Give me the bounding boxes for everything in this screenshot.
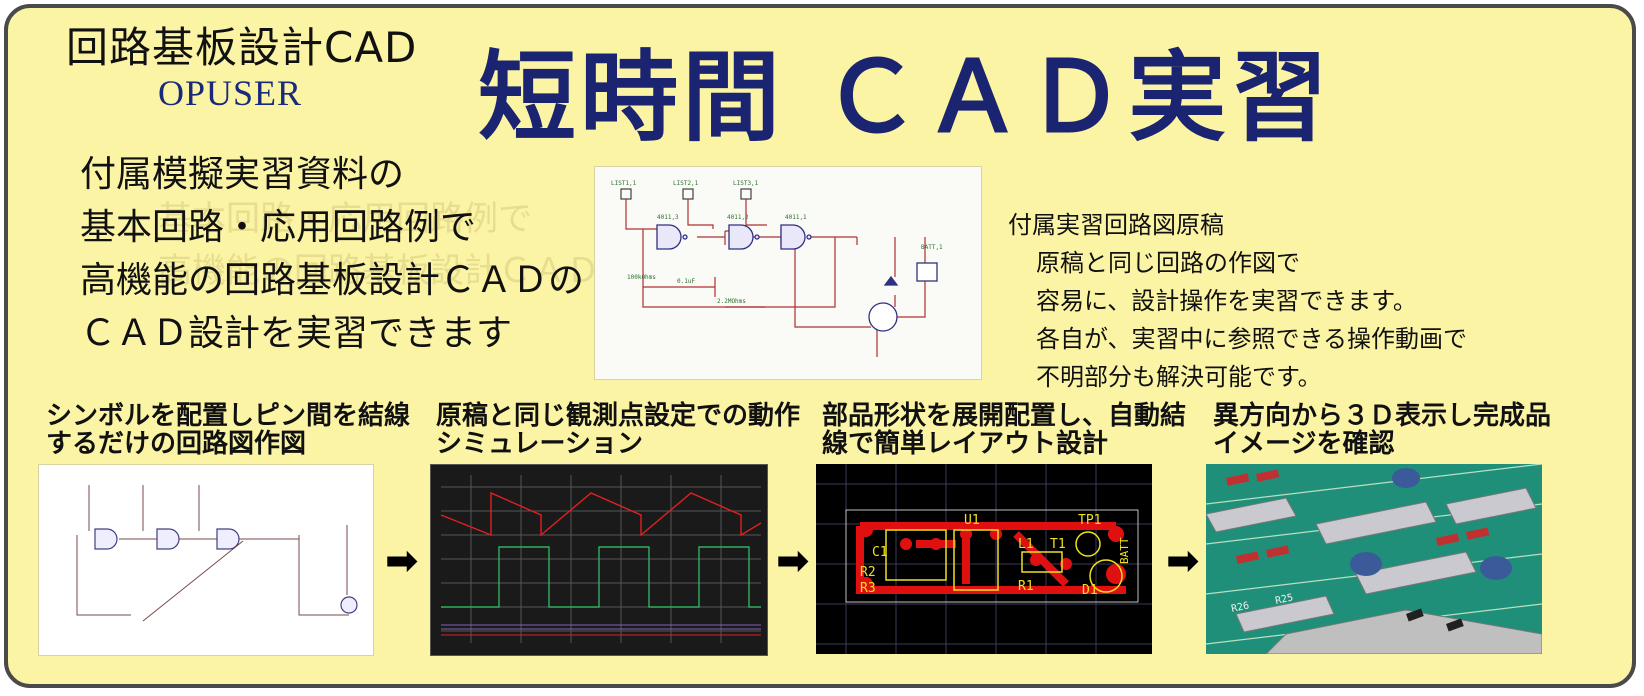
pcb-layout: U1 L1 T1 TP1 R1 R2 R3 D1 C1 BATT <box>816 464 1152 654</box>
schematic-label: 0.1uF <box>677 278 695 285</box>
schematic-label: BATT,1 <box>921 244 943 251</box>
schematic-label: 100kOhms <box>627 274 656 281</box>
pcb-label: TP1 <box>1078 513 1101 528</box>
flow-arrow: ➡ <box>1166 538 1200 584</box>
schematic-label: 4011,1 <box>785 214 807 221</box>
notes-line: 容易に、設計操作を実習できます。 <box>1036 287 1417 315</box>
lead-line: ＣＡＤ設計を実習できます <box>80 313 513 354</box>
brand-subtitle: OPUSER <box>158 73 303 113</box>
schematic-label: 2.2MOhms <box>717 298 746 305</box>
lead-line: 付属模擬実習資料の <box>80 154 405 195</box>
lead-line: 基本回路・応用回路例で <box>80 207 477 248</box>
step-caption: 部品形状を展開配置し、自動結線で簡単レイアウト設計 <box>822 401 1187 459</box>
step-caption: シンボルを配置しピン間を結線するだけの回路図作図 <box>46 401 411 459</box>
pcb-label: U1 <box>964 513 980 528</box>
pcb-label: R2 <box>860 565 876 580</box>
step1-schematic <box>38 464 374 656</box>
ghost-text: 基本回路・応用回路例で 高機能の回路基板設計ＣＡＤの <box>158 199 634 291</box>
step-caption: 原稿と同じ観測点設定での動作シミュレーション <box>436 401 801 459</box>
schematic-preview: LIST1,1 LIST2,1 LIST3,1 4011,3 4011,2 40… <box>594 166 982 380</box>
schematic-drawing: LIST1,1 LIST2,1 LIST3,1 4011,3 4011,2 40… <box>611 180 943 357</box>
banner-frame: 回路基板設計CAD OPUSER 短時間 ＣＡＤ実習 基本回路・応用回路例で 高… <box>4 4 1636 688</box>
schematic-label: 4011,3 <box>657 214 679 221</box>
pcb-label: C1 <box>872 545 888 560</box>
simulation-plot <box>440 475 762 643</box>
schematic-label: LIST2,1 <box>673 180 699 187</box>
pcb-label: T1 <box>1050 537 1066 552</box>
step3-pcb: U1 L1 T1 TP1 R1 R2 R3 D1 C1 BATT <box>816 464 1152 654</box>
step4-3d-view: R26 R25 <box>1206 464 1542 654</box>
pcb-label: L1 <box>1018 537 1034 552</box>
pcb-label: R3 <box>860 581 876 596</box>
lead-line: 高機能の回路基板設計ＣＡＤの <box>80 260 585 301</box>
board-label: R26 <box>1230 600 1250 615</box>
board-label: R25 <box>1274 592 1294 607</box>
pcb-label: BATT <box>1118 537 1131 564</box>
notes-line: 不明部分も解決可能です。 <box>1036 363 1322 391</box>
schematic-label: 4011,2 <box>727 214 749 221</box>
flow-arrow: ➡ <box>385 538 419 584</box>
brand-title: 回路基板設計CAD <box>66 23 418 72</box>
board-3d: R26 R25 <box>1206 464 1542 654</box>
lead-text: 付属模擬実習資料の 基本回路・応用回路例で 高機能の回路基板設計ＣＡＤの ＣＡＤ… <box>80 148 584 360</box>
main-title: 短時間 ＣＡＤ実習 <box>478 41 1333 155</box>
pcb-label: D1 <box>1082 583 1098 598</box>
step-caption: 異方向から３Ｄ表示し完成品イメージを確認 <box>1213 401 1552 459</box>
schematic-label: LIST1,1 <box>611 180 637 187</box>
notes: 付属実習回路図原稿 原稿と同じ回路の作図で 容易に、設計操作を実習できます。 各… <box>1008 206 1467 396</box>
step1-drawing <box>76 485 358 622</box>
schematic-label: LIST3,1 <box>733 180 759 187</box>
notes-line: 原稿と同じ回路の作図で <box>1036 249 1300 277</box>
flow-arrow: ➡ <box>776 538 810 584</box>
pcb-label: R1 <box>1018 579 1034 594</box>
notes-line: 各自が、実習中に参照できる操作動画で <box>1036 325 1468 353</box>
step2-simulation <box>430 464 768 656</box>
notes-title: 付属実習回路図原稿 <box>1008 211 1224 239</box>
